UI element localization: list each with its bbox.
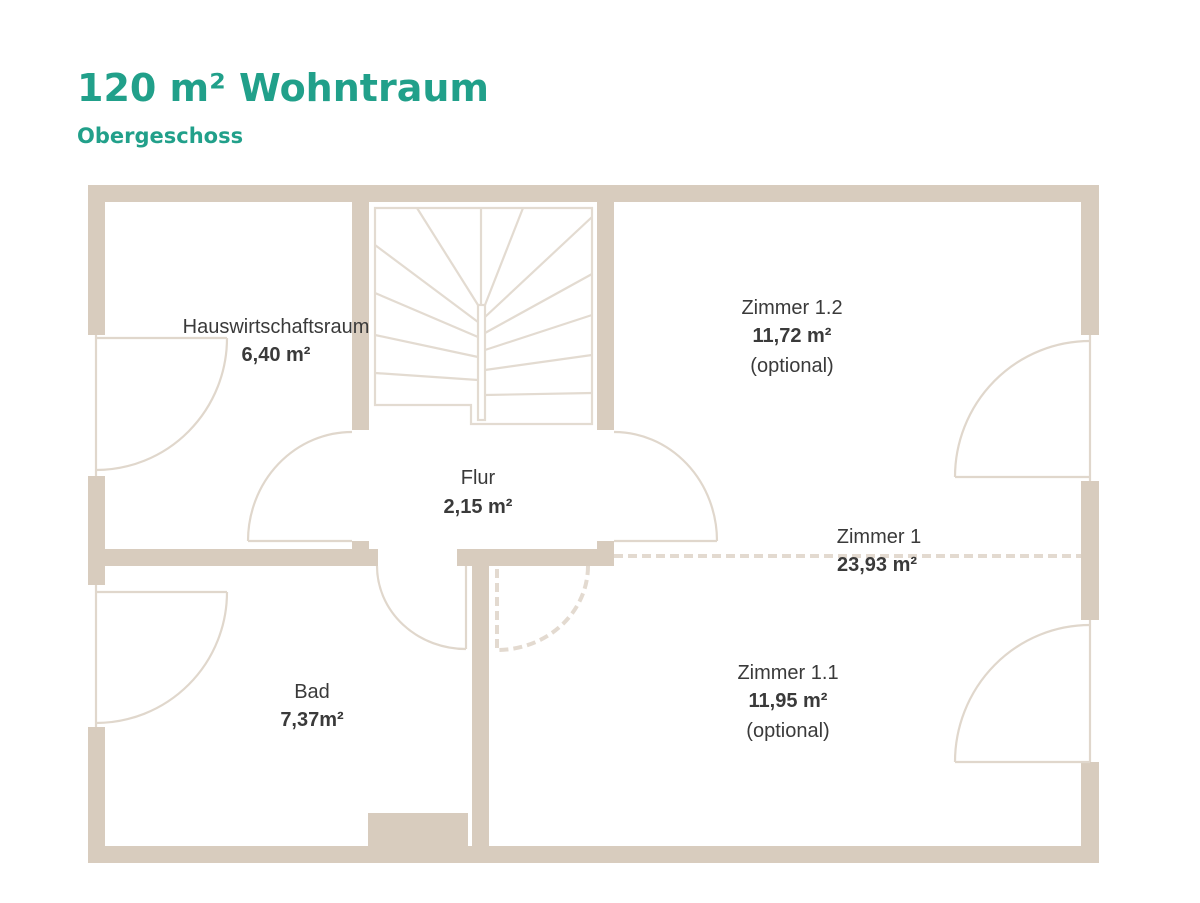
room-area: 23,93 m² [837, 554, 917, 576]
staircase-outline [373, 206, 594, 426]
room-area: 11,72 m² [753, 325, 832, 347]
wall-bad-zimmer [472, 566, 489, 846]
bad-fixture-block [368, 813, 468, 846]
room-name: Zimmer 1.2 [741, 297, 842, 319]
room-name: Zimmer 1 [837, 526, 921, 548]
door-zimmer-1-1-exterior [953, 623, 1091, 764]
wall-bottom [88, 846, 1099, 863]
door-zimmer-1-2-exterior [953, 339, 1091, 479]
wall-left-middle [88, 476, 105, 585]
room-name: Flur [461, 467, 496, 489]
room-note: (optional) [746, 720, 829, 742]
door-flur-left [246, 430, 353, 543]
floor-subtitle: Obergeschoss [77, 124, 243, 148]
door-zimmer-1-1-optional [495, 565, 590, 652]
wall-left-lower [88, 727, 105, 863]
room-label-flur: Flur 2,15 m² [444, 467, 513, 518]
wall-hwr-bad [88, 549, 378, 566]
room-name: Hauswirtschaftsraum [183, 316, 370, 338]
door-flur-right [613, 430, 719, 543]
wall-stub-right [597, 541, 614, 549]
wall-stairs-right [597, 202, 614, 430]
staircase-newel [476, 303, 487, 422]
outer-walls [88, 185, 1099, 863]
room-label-zimmer-1-1: Zimmer 1.1 11,95 m² (optional) [737, 662, 838, 742]
room-name: Zimmer 1.1 [737, 662, 838, 684]
room-label-zimmer-1: Zimmer 1 23,93 m² [837, 526, 921, 576]
wall-right-lower [1081, 762, 1099, 863]
wall-stub-left [352, 541, 369, 549]
room-note: (optional) [750, 355, 833, 377]
room-area: 2,15 m² [444, 496, 513, 518]
wall-stairs-left [352, 202, 369, 430]
room-area: 7,37m² [280, 709, 344, 731]
door-bad-exterior [95, 590, 229, 725]
wall-right-upper [1081, 185, 1099, 335]
staircase [373, 206, 594, 426]
wall-flur-zimmer [457, 549, 614, 566]
room-label-hauswirtschaftsraum: Hauswirtschaftsraum 6,40 m² [183, 316, 370, 366]
room-area: 6,40 m² [242, 344, 311, 366]
room-name: Bad [294, 681, 330, 703]
wall-top [88, 185, 1099, 202]
wall-right-middle [1081, 481, 1099, 620]
room-label-bad: Bad 7,37m² [280, 681, 344, 731]
door-hwr-exterior [95, 336, 229, 472]
page-title: 120 m² Wohntraum [77, 66, 489, 110]
room-area: 11,95 m² [749, 690, 828, 712]
wall-left-upper [88, 185, 105, 335]
door-bad [375, 565, 468, 651]
room-label-zimmer-1-2: Zimmer 1.2 11,72 m² (optional) [741, 297, 842, 377]
inner-walls [88, 202, 614, 846]
window-frames [94, 335, 1092, 762]
